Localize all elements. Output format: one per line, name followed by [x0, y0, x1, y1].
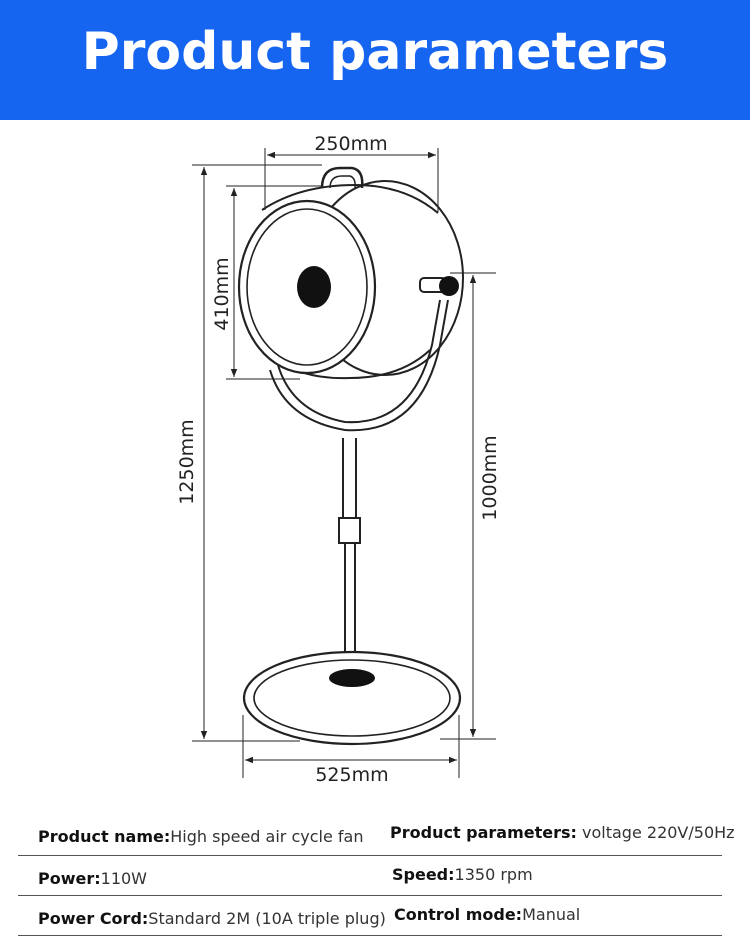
dim-base-width: 525mm: [315, 764, 388, 786]
dim-stand-height: 1000mm: [479, 435, 501, 520]
spec-power-cord: Power Cord:Standard 2M (10A triple plug): [38, 909, 386, 928]
dim-total-height: 1250mm: [176, 419, 198, 504]
spec-product-parameters: Product parameters: voltage 220V/50Hz: [390, 823, 735, 842]
dim-width-top: 250mm: [314, 133, 387, 155]
page-title: Product parameters: [81, 22, 669, 82]
spec-speed: Speed:1350 rpm: [392, 865, 533, 884]
dimension-lines: [192, 148, 496, 778]
dim-head-height: 410mm: [211, 257, 233, 330]
spec-control-mode: Control mode:Manual: [394, 905, 581, 924]
fan-illustration: [237, 166, 464, 746]
spec-product-name: Product name:High speed air cycle fan: [38, 827, 364, 846]
spec-row: Power:110W Speed:1350 rpm: [18, 855, 722, 896]
header-banner: Product parameters: [0, 0, 750, 120]
fan-dimension-diagram: 250mm 410mm 1250mm 1000mm 525mm: [176, 133, 501, 786]
spec-row: Power Cord:Standard 2M (10A triple plug)…: [18, 895, 722, 936]
spec-power: Power:110W: [38, 869, 147, 888]
spec-row: Product name:High speed air cycle fan Pr…: [18, 815, 735, 856]
